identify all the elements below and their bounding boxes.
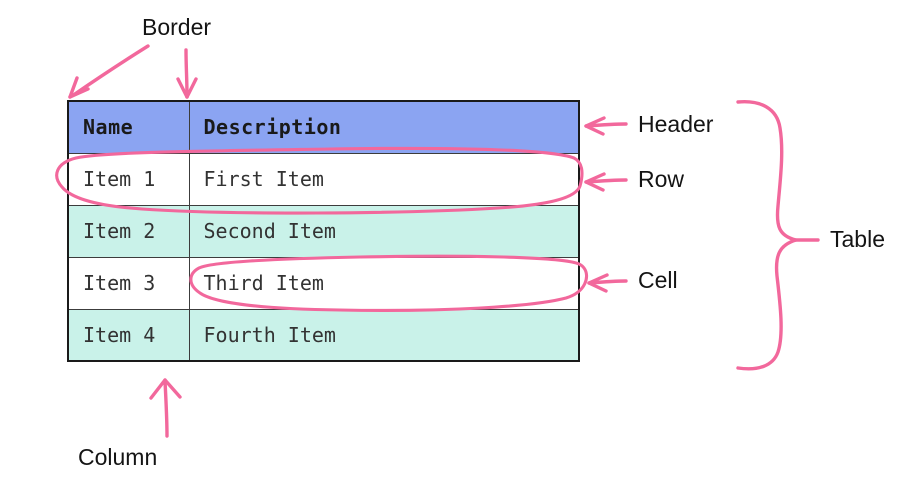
column-header-description: Description — [188, 100, 580, 154]
annotation-label-column: Column — [78, 444, 158, 470]
table-row: Item 4 Fourth Item — [67, 308, 580, 362]
annotation-label-header: Header — [638, 111, 714, 137]
cell-arrow-icon — [587, 273, 628, 293]
annotation-label-cell: Cell — [638, 267, 678, 293]
cell-description: Second Item — [188, 204, 580, 258]
cell-description: Third Item — [188, 256, 580, 310]
annotation-label-row: Row — [638, 166, 685, 192]
column-arrow-icon — [149, 378, 182, 438]
table-row: Item 3 Third Item — [67, 256, 580, 310]
table-brace-icon — [736, 100, 820, 371]
border-vertical-arrow-icon — [176, 48, 198, 99]
border-diagonal-arrow-icon — [68, 44, 150, 99]
table-header-row: Name Description — [67, 100, 580, 154]
cell-description: Fourth Item — [188, 308, 580, 362]
cell-name: Item 4 — [67, 308, 190, 362]
table-body: Item 1 First Item Item 2 Second Item Ite… — [67, 152, 580, 362]
table-row: Item 1 First Item — [67, 152, 580, 206]
cell-name: Item 1 — [67, 152, 190, 206]
table-row: Item 2 Second Item — [67, 204, 580, 258]
annotation-label-table: Table — [830, 226, 885, 252]
header-arrow-icon — [584, 116, 628, 136]
row-arrow-icon — [584, 172, 628, 192]
cell-name: Item 2 — [67, 204, 190, 258]
cell-description: First Item — [188, 152, 580, 206]
annotation-label-border: Border — [142, 14, 212, 40]
table-container: Name Description Item 1 First Item Item … — [67, 100, 580, 362]
anatomy-table: Name Description Item 1 First Item Item … — [67, 100, 580, 362]
cell-name: Item 3 — [67, 256, 190, 310]
table-header: Name Description — [67, 100, 580, 154]
column-header-name: Name — [67, 100, 190, 154]
